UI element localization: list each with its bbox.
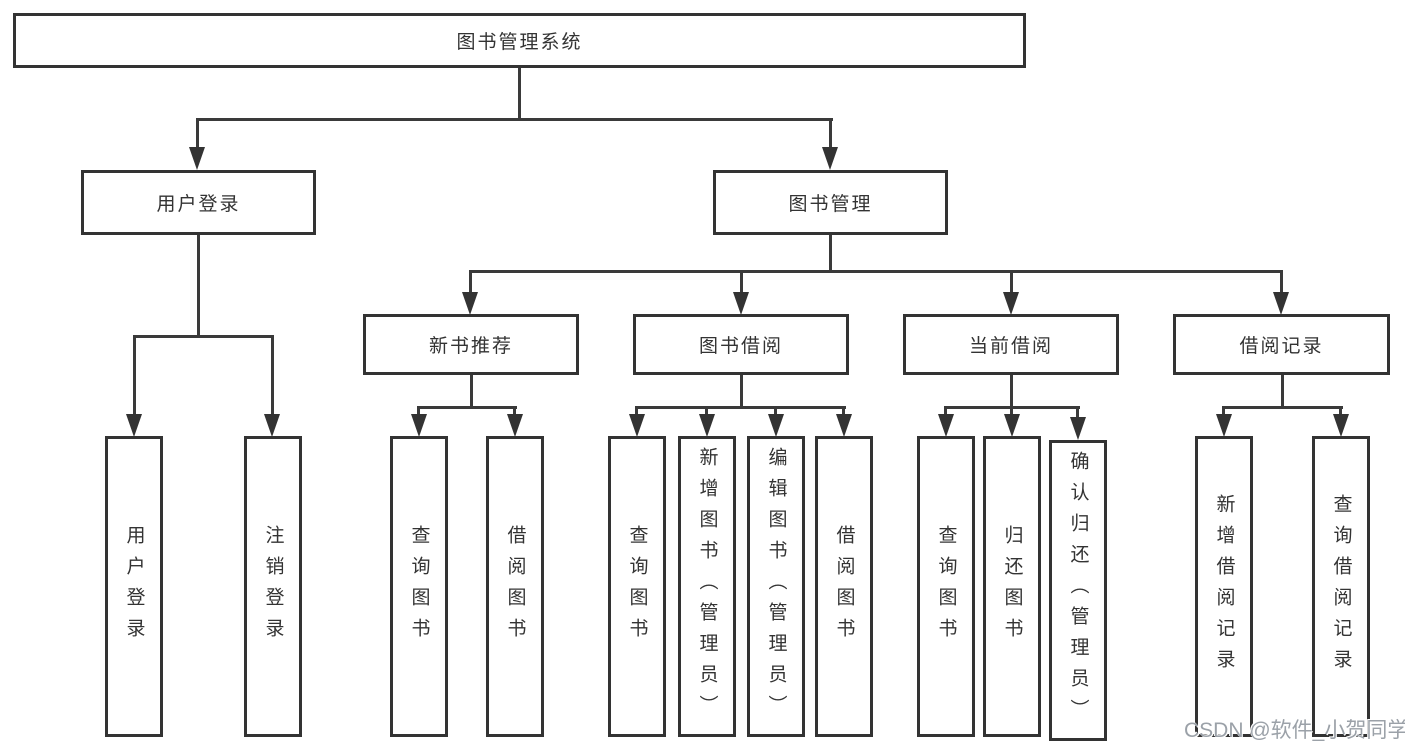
connector-line: [518, 66, 521, 120]
connector-line: [133, 335, 136, 417]
arrowhead-down-icon: [768, 414, 784, 437]
node-add-books-admin: 新增图书（管理员）: [678, 436, 736, 737]
node-label: 查询图书: [626, 524, 648, 649]
connector-line: [513, 406, 516, 418]
node-return-books: 归还图书: [983, 436, 1041, 737]
connector-line: [635, 406, 846, 409]
node-query-books: 查询图书: [390, 436, 448, 737]
arrowhead-down-icon: [1003, 292, 1019, 315]
arrowhead-down-icon: [507, 414, 523, 437]
node-label: 用户登录: [156, 194, 241, 215]
node-label: 新增借阅记录: [1213, 493, 1235, 680]
node-label: 用户登录: [123, 524, 145, 649]
arrowhead-down-icon: [1070, 417, 1086, 440]
node-add-borrow-record: 新增借阅记录: [1195, 436, 1253, 737]
connector-line: [829, 232, 832, 273]
connector-line: [1010, 374, 1013, 409]
arrowhead-down-icon: [189, 147, 205, 170]
node-label: 查询图书: [408, 524, 430, 649]
connector-line: [944, 406, 1080, 409]
arrowhead-down-icon: [264, 414, 280, 437]
connector-line: [1222, 406, 1225, 418]
connector-line: [1010, 270, 1013, 293]
connector-line: [470, 374, 473, 409]
node-label: 确认归还（管理员）: [1067, 451, 1089, 730]
connector-line: [196, 118, 199, 150]
connector-line: [1281, 374, 1284, 409]
node-new-book-recommend: 新书推荐: [363, 314, 579, 375]
connector-line: [944, 406, 947, 418]
connector-line: [133, 335, 274, 338]
node-query-borrow-record: 查询借阅记录: [1312, 436, 1370, 737]
node-user-login-leaf: 用户登录: [105, 436, 163, 737]
connector-line: [197, 232, 200, 338]
node-current-borrowing: 当前借阅: [903, 314, 1119, 375]
connector-line: [1339, 406, 1342, 418]
connector-line: [1222, 406, 1343, 409]
node-query-books: 查询图书: [608, 436, 666, 737]
connector-line: [1280, 270, 1283, 293]
node-label: 借阅图书: [504, 524, 526, 649]
node-query-books: 查询图书: [917, 436, 975, 737]
connector-line: [740, 270, 743, 293]
arrowhead-down-icon: [1273, 292, 1289, 315]
arrowhead-down-icon: [1216, 414, 1232, 437]
arrowhead-down-icon: [1004, 414, 1020, 437]
node-edit-books-admin: 编辑图书（管理员）: [747, 436, 805, 737]
arrowhead-down-icon: [822, 147, 838, 170]
node-label: 图书管理系统: [456, 32, 583, 53]
connector-line: [1076, 406, 1079, 421]
node-borrowing-records: 借阅记录: [1173, 314, 1390, 375]
connector-line: [635, 406, 638, 418]
node-label: 注销登录: [262, 524, 284, 649]
node-label: 图书管理: [788, 194, 873, 215]
node-label: 归还图书: [1001, 524, 1023, 649]
arrowhead-down-icon: [733, 292, 749, 315]
node-label: 查询借阅记录: [1330, 493, 1352, 680]
node-logout-leaf: 注销登录: [244, 436, 302, 737]
node-user-login: 用户登录: [81, 170, 316, 235]
node-confirm-return-admin: 确认归还（管理员）: [1049, 440, 1107, 741]
connector-line: [417, 406, 420, 418]
connector-line: [469, 270, 472, 293]
connector-line: [842, 406, 845, 418]
node-label: 查询图书: [935, 524, 957, 649]
node-label: 图书借阅: [698, 336, 783, 357]
connector-line: [271, 335, 274, 417]
connector-line: [469, 270, 1283, 273]
arrowhead-down-icon: [938, 414, 954, 437]
node-library-system: 图书管理系统: [13, 13, 1026, 68]
arrowhead-down-icon: [836, 414, 852, 437]
arrowhead-down-icon: [126, 414, 142, 437]
node-label: 借阅记录: [1239, 336, 1324, 357]
connector-line: [417, 406, 517, 409]
node-book-management: 图书管理: [713, 170, 948, 235]
connector-line: [829, 118, 832, 150]
connector-line: [740, 374, 743, 409]
node-borrow-books: 借阅图书: [815, 436, 873, 737]
arrowhead-down-icon: [699, 414, 715, 437]
arrowhead-down-icon: [411, 414, 427, 437]
node-label: 新增图书（管理员）: [696, 447, 718, 726]
connector-line: [774, 406, 777, 418]
watermark: CSDN @软件_小贺同学: [1184, 719, 1405, 742]
node-label: 当前借阅: [968, 336, 1053, 357]
connector-line: [1010, 406, 1013, 418]
connector-line: [705, 406, 708, 418]
connector-line: [196, 118, 833, 121]
arrowhead-down-icon: [629, 414, 645, 437]
node-label: 新书推荐: [428, 336, 513, 357]
arrowhead-down-icon: [1333, 414, 1349, 437]
node-borrow-books: 借阅图书: [486, 436, 544, 737]
node-label: 借阅图书: [833, 524, 855, 649]
node-book-borrowing: 图书借阅: [633, 314, 849, 375]
arrowhead-down-icon: [462, 292, 478, 315]
node-label: 编辑图书（管理员）: [765, 447, 787, 726]
